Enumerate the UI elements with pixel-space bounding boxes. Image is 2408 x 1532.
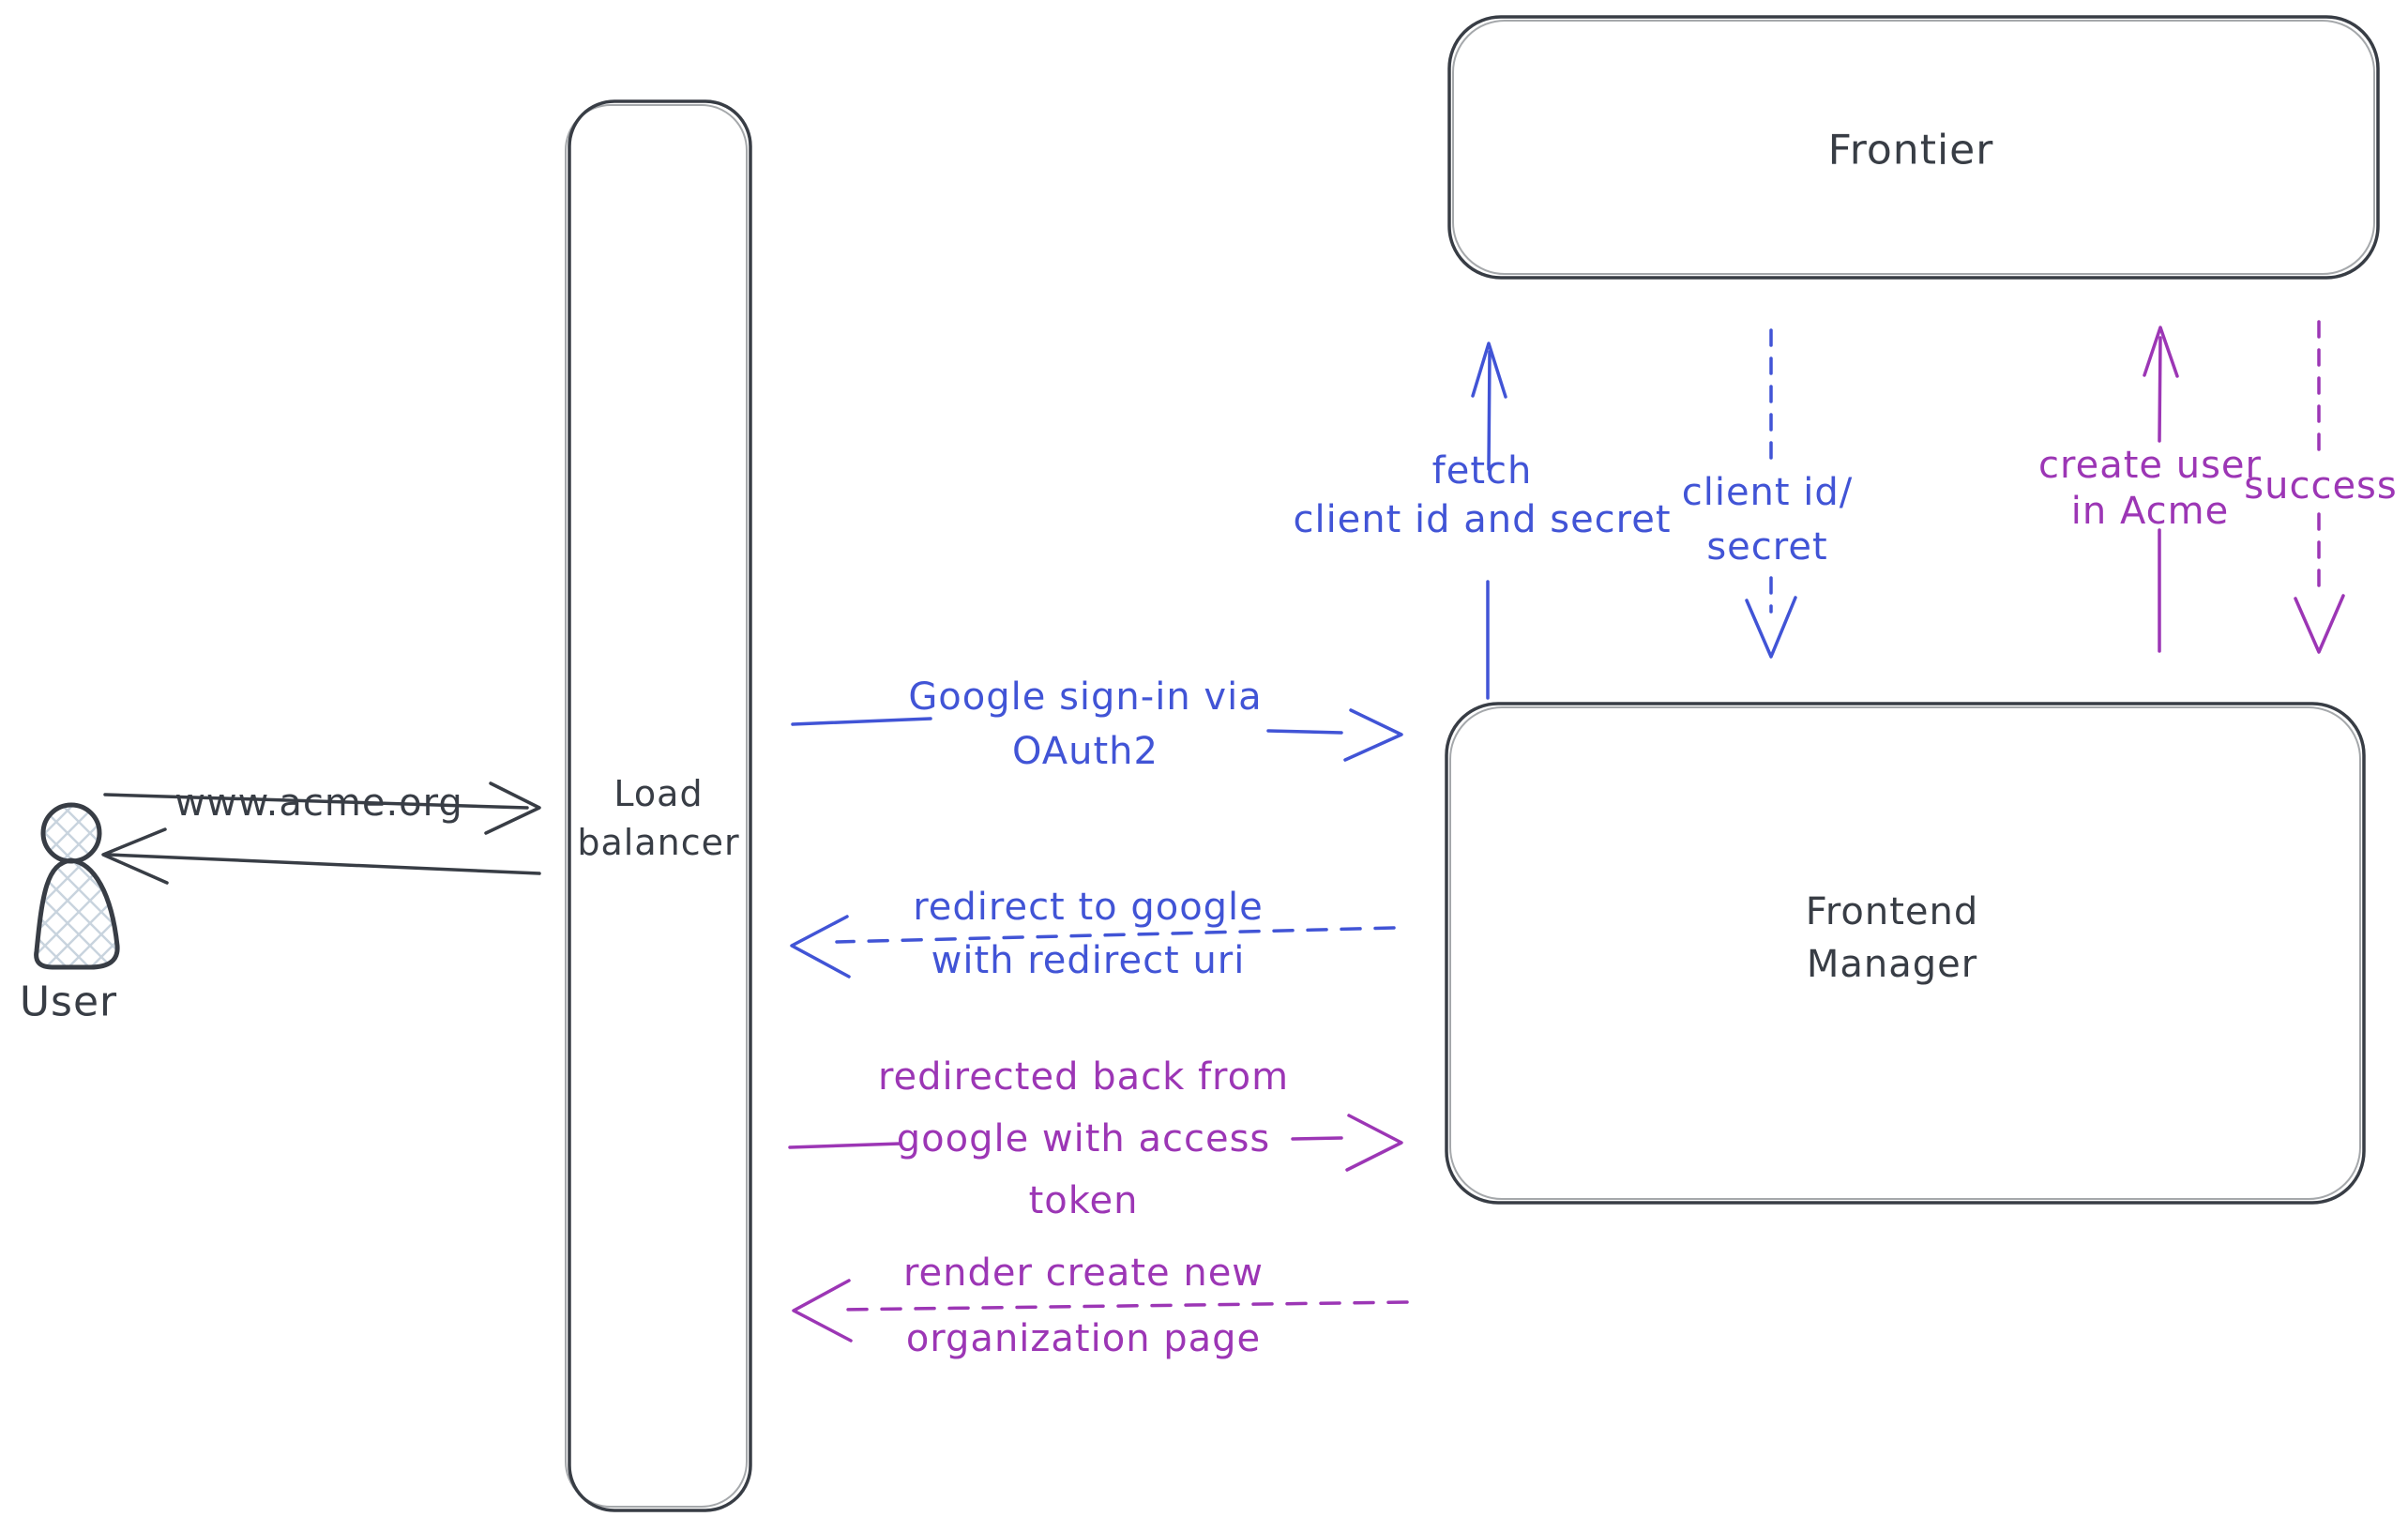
load-balancer-box bbox=[565, 99, 752, 1512]
redirect-google-label-line2: with redirect uri bbox=[931, 939, 1246, 982]
client-id-secret-edge-label: client id/ secret bbox=[1682, 465, 1854, 574]
fetch-credentials-label-line1: fetch bbox=[1431, 449, 1533, 493]
frontend-manager-box bbox=[1445, 702, 2366, 1205]
google-signin-label-line2: OAuth2 bbox=[1012, 730, 1159, 773]
create-user-label-line1: create user bbox=[2038, 444, 2262, 487]
arrow-fetch-credentials bbox=[1471, 341, 1507, 700]
load-balancer-label: Load balancer bbox=[577, 769, 739, 867]
arrow-render-page bbox=[792, 1279, 1409, 1342]
arrow-www-acme bbox=[103, 781, 541, 835]
redirect-google-label-line1: redirect to google bbox=[913, 886, 1264, 929]
load-balancer-label-line1: Load bbox=[613, 773, 704, 814]
redirected-back-label-line1: redirected back from bbox=[877, 1055, 1290, 1099]
redirected-back-label-line3: token bbox=[1028, 1179, 1139, 1222]
create-user-label-line2: in Acme bbox=[2070, 490, 2230, 533]
frontend-manager-label-line1: Frontend bbox=[1805, 890, 1979, 933]
redirect-google-edge-label: redirect to google with redirect uri bbox=[913, 881, 1264, 988]
success-edge-label: success bbox=[2244, 464, 2398, 508]
frontier-label: Frontier bbox=[1827, 126, 1994, 174]
redirected-back-edge-label: redirected back from google with access … bbox=[878, 1046, 1289, 1232]
user-body-icon bbox=[34, 857, 120, 970]
render-page-label-line1: render create new bbox=[902, 1251, 1265, 1295]
render-page-label-line2: organization page bbox=[905, 1317, 1262, 1360]
user-figure-icon bbox=[34, 802, 120, 970]
create-user-edge-label: create user in Acme bbox=[2038, 443, 2262, 535]
user-label: User bbox=[19, 978, 118, 1026]
frontier-box bbox=[1447, 15, 2380, 280]
client-id-secret-label-line1: client id/ bbox=[1681, 471, 1854, 514]
load-balancer-label-line2: balancer bbox=[577, 822, 740, 863]
arrow-redirected-back bbox=[788, 1114, 1403, 1172]
client-id-secret-label-line2: secret bbox=[1706, 525, 1828, 569]
arrow-create-user bbox=[2143, 326, 2179, 653]
fetch-credentials-label-line2: client id and secret bbox=[1293, 498, 1672, 541]
fetch-credentials-edge-label: fetch client id and secret bbox=[1293, 447, 1671, 544]
user-head-icon bbox=[40, 802, 102, 864]
arrow-success bbox=[2294, 320, 2345, 654]
arrow-client-id-secret bbox=[1745, 328, 1797, 659]
arrow-response-to-user bbox=[101, 827, 541, 885]
render-page-edge-label: render create new organization page bbox=[903, 1240, 1264, 1372]
google-signin-edge-label: Google sign-in via OAuth2 bbox=[908, 670, 1262, 779]
www-acme-edge-label: www.acme.org bbox=[174, 781, 463, 825]
frontend-manager-label-line2: Manager bbox=[1806, 943, 1978, 986]
arrow-google-signin bbox=[791, 708, 1403, 762]
arrow-redirect-google bbox=[790, 915, 1396, 978]
redirected-back-label-line2: google with access bbox=[896, 1117, 1271, 1160]
frontend-manager-label: Frontend Manager bbox=[1806, 886, 1979, 991]
google-signin-label-line1: Google sign-in via bbox=[908, 675, 1263, 719]
